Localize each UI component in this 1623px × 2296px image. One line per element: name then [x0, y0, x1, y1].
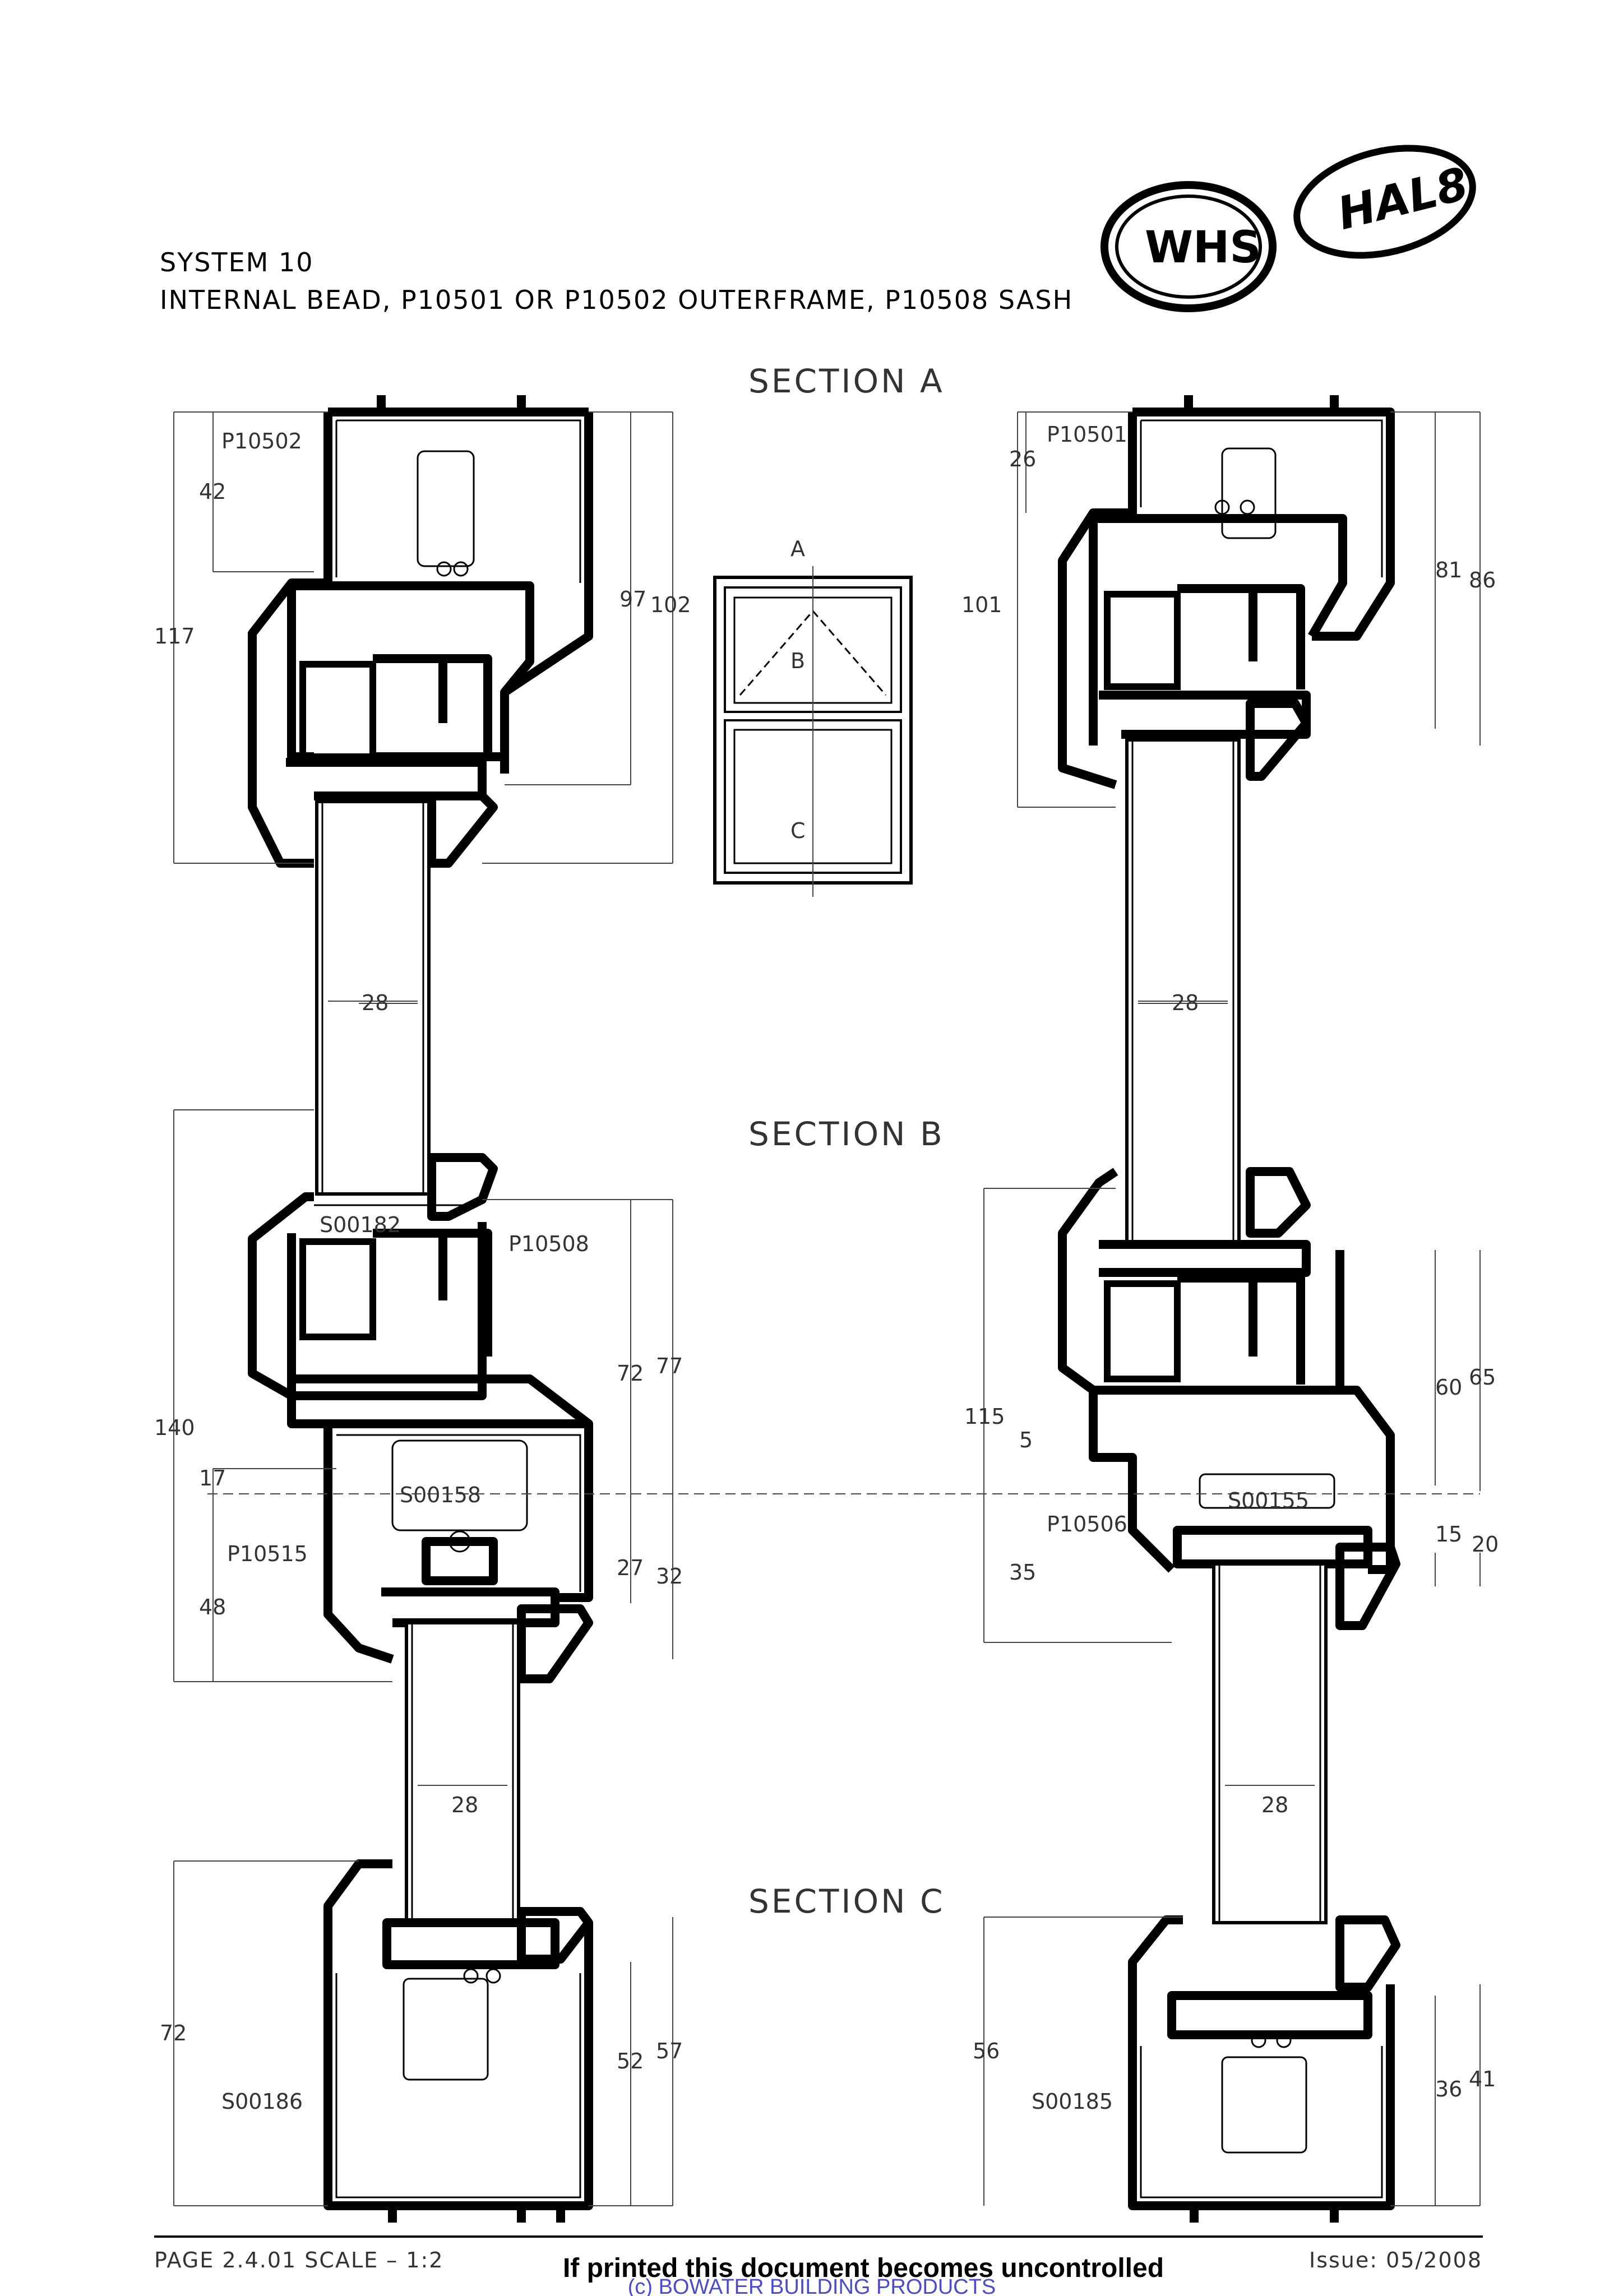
dim-right-60: 60 [1435, 1375, 1462, 1400]
part-label-s00182: S00182 [320, 1212, 401, 1237]
dim-left-42: 42 [199, 479, 226, 504]
dim-left-28-a: 28 [362, 990, 389, 1015]
right-column-profiles [1058, 395, 1400, 2223]
part-label-s00155: S00155 [1228, 1488, 1309, 1513]
dim-right-65: 65 [1469, 1365, 1496, 1390]
dim-right-35: 35 [1009, 1560, 1036, 1585]
window-elevation: A B C [713, 536, 913, 897]
header-description: INTERNAL BEAD, P10501 OR P10502 OUTERFRA… [160, 285, 1073, 315]
dim-right-5: 5 [1019, 1428, 1033, 1452]
dim-left-97: 97 [619, 587, 646, 612]
part-label-p10502: P10502 [221, 429, 302, 453]
dim-left-28-b: 28 [451, 1793, 478, 1817]
dim-right-26: 26 [1009, 447, 1036, 471]
header-system: SYSTEM 10 [160, 247, 314, 277]
dim-right-41: 41 [1469, 2067, 1496, 2091]
elevation-mark-b: B [790, 649, 805, 673]
footer-issue: Issue: 05/2008 [1309, 2248, 1482, 2272]
dim-right-86: 86 [1469, 568, 1496, 592]
left-column-profiles [248, 395, 593, 2223]
dim-left-27: 27 [617, 1556, 644, 1580]
dim-left-72: 72 [617, 1361, 644, 1386]
dim-right-28-a: 28 [1172, 990, 1199, 1015]
dim-left-72-c: 72 [160, 2021, 187, 2045]
dim-right-36: 36 [1435, 2077, 1462, 2101]
dim-left-102: 102 [650, 592, 691, 617]
dim-right-28-b: 28 [1261, 1793, 1288, 1817]
dim-right-115: 115 [964, 1404, 1005, 1429]
footer-copyright: (c) BOWATER BUILDING PRODUCTS [628, 2275, 996, 2296]
section-c-title: SECTION C [748, 1882, 945, 1920]
dim-right-81: 81 [1435, 558, 1462, 582]
part-label-s00185: S00185 [1032, 2089, 1113, 2114]
whs-hal8-logo: WHS HAL8 [1101, 145, 1476, 312]
dim-left-140: 140 [154, 1415, 195, 1440]
logo-whs: WHS [1145, 223, 1261, 273]
part-label-p10501: P10501 [1047, 422, 1127, 447]
dim-left-117: 117 [154, 624, 195, 649]
dim-left-17: 17 [199, 1466, 226, 1490]
footer-page-scale: PAGE 2.4.01 SCALE – 1:2 [154, 2248, 443, 2272]
elevation-mark-c: C [790, 818, 806, 843]
dimension-lines [173, 411, 1481, 2206]
part-label-p10506: P10506 [1047, 1512, 1127, 1536]
dim-left-77: 77 [656, 1354, 683, 1378]
dim-right-56: 56 [973, 2039, 1000, 2063]
part-label-p10508: P10508 [508, 1232, 589, 1256]
part-label-p10515: P10515 [227, 1542, 308, 1566]
dim-right-101: 101 [961, 592, 1002, 617]
footer-uncontrolled-warning: If printed this document becomes uncontr… [563, 2253, 1164, 2283]
dim-left-57: 57 [656, 2039, 683, 2063]
elevation-mark-a: A [790, 536, 805, 561]
dim-right-15: 15 [1435, 1522, 1462, 1547]
dim-left-32: 32 [656, 1564, 683, 1589]
dim-right-20: 20 [1472, 1532, 1499, 1557]
dim-left-48: 48 [199, 1595, 226, 1619]
dim-left-52: 52 [617, 2049, 644, 2073]
section-b-title: SECTION B [748, 1115, 945, 1153]
part-label-s00186: S00186 [221, 2089, 303, 2114]
part-label-s00158: S00158 [400, 1483, 481, 1507]
section-a-title: SECTION A [748, 362, 945, 400]
